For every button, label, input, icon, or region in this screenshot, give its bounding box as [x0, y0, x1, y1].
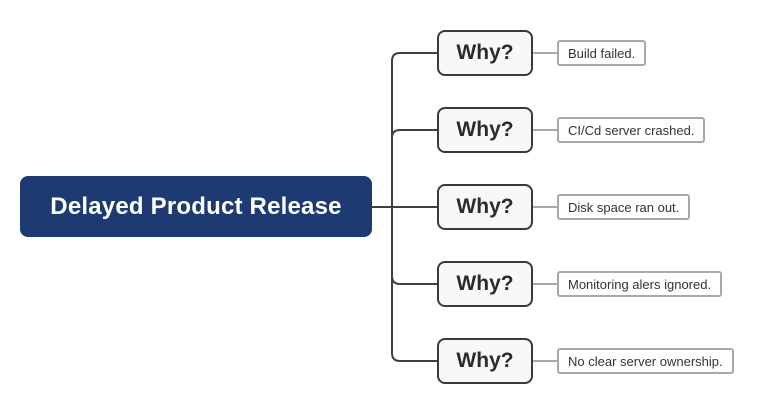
why-node-5[interactable]: Why? — [437, 338, 533, 384]
answer-label-5: No clear server ownership. — [568, 353, 723, 369]
answer-node-3[interactable]: Disk space ran out. — [557, 194, 691, 220]
branch-connector-4 — [372, 206, 437, 285]
branch-connector-5 — [372, 206, 437, 362]
answer-node-1[interactable]: Build failed. — [557, 40, 647, 66]
why-label-1: Why? — [456, 41, 514, 64]
answer-node-2[interactable]: CI/Cd server crashed. — [557, 117, 706, 143]
why-label-2: Why? — [456, 118, 514, 141]
branch-connector-2 — [372, 129, 437, 208]
why-label-5: Why? — [456, 349, 514, 372]
answer-label-2: CI/Cd server crashed. — [568, 122, 695, 138]
why-label-3: Why? — [456, 195, 514, 218]
branch-connector-1 — [372, 52, 437, 208]
why-node-1[interactable]: Why? — [437, 30, 533, 76]
why-node-3[interactable]: Why? — [437, 184, 533, 230]
answer-label-1: Build failed. — [568, 45, 636, 61]
answer-node-4[interactable]: Monitoring alers ignored. — [557, 271, 723, 297]
why-label-4: Why? — [456, 272, 514, 295]
answer-label-3: Disk space ran out. — [568, 199, 680, 215]
answer-node-5[interactable]: No clear server ownership. — [557, 348, 734, 374]
why-node-4[interactable]: Why? — [437, 261, 533, 307]
root-cause-node[interactable]: Delayed Product Release — [20, 176, 372, 237]
why-node-2[interactable]: Why? — [437, 107, 533, 153]
answer-label-4: Monitoring alers ignored. — [568, 276, 712, 292]
root-cause-label: Delayed Product Release — [50, 192, 342, 220]
